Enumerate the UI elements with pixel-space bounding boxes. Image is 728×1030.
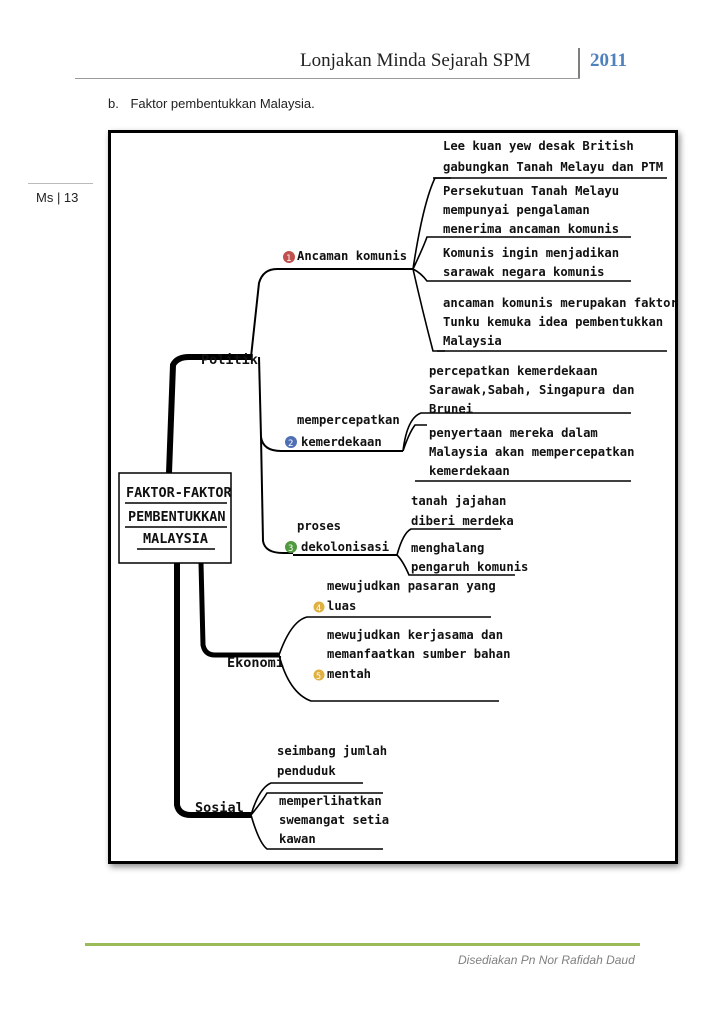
badge-1 [283, 251, 295, 263]
sosial-leaf-2c: kawan [279, 832, 316, 846]
footer-credit: Disediakan Pn Nor Rafidah Daud [458, 953, 635, 967]
kemerdekaan-branches [402, 412, 631, 452]
section-heading: b. Faktor pembentukkan Malaysia. [108, 96, 315, 111]
badge-5-num: 5 [316, 672, 321, 682]
politik-subtrunk [250, 268, 293, 554]
ancaman-leaf-2c: menerima ancaman komunis [443, 222, 619, 236]
badge-1-num: 1 [286, 254, 291, 264]
ekonomi-leaf-2a: mewujudkan kerjasama dan [327, 628, 503, 642]
kemerdekaan-leaf-2a: penyertaan mereka dalam [429, 426, 598, 440]
header-rule [75, 78, 580, 79]
ekonomi-label: Ekonomi [227, 655, 284, 671]
dekolonisasi-label-2: dekolonisasi [301, 540, 389, 554]
header-year: 2011 [590, 50, 627, 71]
section-marker: b. [108, 96, 119, 111]
ancaman-leaf-1a: Lee kuan yew desak British [443, 139, 634, 153]
header-separator [578, 48, 580, 78]
politik-label: Politik [201, 352, 258, 368]
root-line-3: MALAYSIA [143, 531, 208, 547]
trunk-main [174, 563, 251, 818]
ancaman-leaf-3a: Komunis ingin menjadikan [443, 246, 619, 260]
dekolonisasi-leaf-1b: diberi merdeka [411, 514, 514, 528]
root-box [118, 472, 232, 564]
sosial-branches [250, 782, 383, 850]
ancaman-leaf-4b: Tunku kemuka idea pembentukkan [443, 315, 663, 329]
kemerdekaan-leaf-1c: Brunei [429, 402, 473, 416]
ekonomi-leaf-2b: memanfaatkan sumber bahan [327, 647, 510, 661]
ekonomi-branches [278, 616, 499, 702]
kemerdekaan-label-1: mempercepatkan [297, 413, 400, 427]
ancaman-leaf-4a: ancaman komunis merupakan faktor [443, 296, 675, 310]
kemerdekaan-leaf-1a: percepatkan kemerdekaan [429, 364, 598, 378]
badge-2 [285, 436, 297, 448]
sosial-leaf-2a: memperlihatkan [279, 794, 382, 808]
ekonomi-leaf-1b: luas [327, 599, 356, 613]
sosial-leaf-2b: swemangat setia [279, 813, 389, 827]
kemerdekaan-leaf-2c: kemerdekaan [429, 464, 510, 478]
header-title: Lonjakan Minda Sejarah SPM [300, 50, 531, 71]
kemerdekaan-label-2: kemerdekaan [301, 435, 382, 449]
dekolonisasi-leaf-1a: tanah jajahan [411, 494, 506, 508]
page-number-rule [28, 183, 93, 184]
ancaman-branches [412, 177, 451, 352]
trunk-politik [166, 354, 251, 474]
ancaman-leaf-2a: Persekutuan Tanah Melayu [443, 184, 619, 198]
mind-map: FAKTOR-FAKTOR PEMBENTUKKAN MALAYSIA Poli… [118, 139, 675, 850]
mind-map-frame: FAKTOR-FAKTOR PEMBENTUKKAN MALAYSIA Poli… [108, 130, 678, 864]
root-line-2: PEMBENTUKKAN [128, 509, 226, 525]
badge-4 [313, 601, 325, 613]
kemerdekaan-leaf-1b: Sarawak,Sabah, Singapura dan [429, 383, 634, 397]
badge-4-num: 4 [316, 604, 321, 614]
page-number: Ms | 13 [36, 190, 79, 205]
ancaman-leaf-3b: sarawak negara komunis [443, 265, 604, 279]
badge-2-num: 2 [288, 439, 293, 449]
sosial-leaf-1a: seimbang jumlah [277, 744, 387, 758]
dekolonisasi-label-1: proses [297, 519, 341, 533]
ancaman-leaf-4c: Malaysia [443, 334, 502, 348]
footer-rule [85, 943, 640, 946]
sosial-leaf-1b: penduduk [277, 764, 336, 778]
dekolonisasi-leaf-2b: pengaruh komunis [411, 560, 528, 574]
sosial-label: Sosial [195, 800, 244, 816]
kemerdekaan-leaf-2b: Malaysia akan mempercepatkan [429, 445, 634, 459]
badge-3-num: 3 [288, 544, 293, 554]
section-heading-text: Faktor pembentukkan Malaysia. [130, 96, 315, 111]
ancaman-leaf-1b: gabungkan Tanah Melayu dan PTM [443, 160, 663, 174]
badge-3 [285, 541, 297, 553]
ekonomi-leaf-1a: mewujudkan pasaran yang [327, 579, 496, 593]
ancaman-label: Ancaman komunis [297, 249, 407, 263]
dekolonisasi-leaf-2a: menghalang [411, 541, 484, 555]
ekonomi-leaf-2c: mentah [327, 667, 371, 681]
badge-5 [313, 669, 325, 681]
dekolonisasi-branches [396, 528, 515, 576]
root-line-1: FAKTOR-FAKTOR [126, 485, 233, 501]
ancaman-leaf-2b: mempunyai pengalaman [443, 203, 590, 217]
trunk-ekonomi [198, 562, 279, 658]
